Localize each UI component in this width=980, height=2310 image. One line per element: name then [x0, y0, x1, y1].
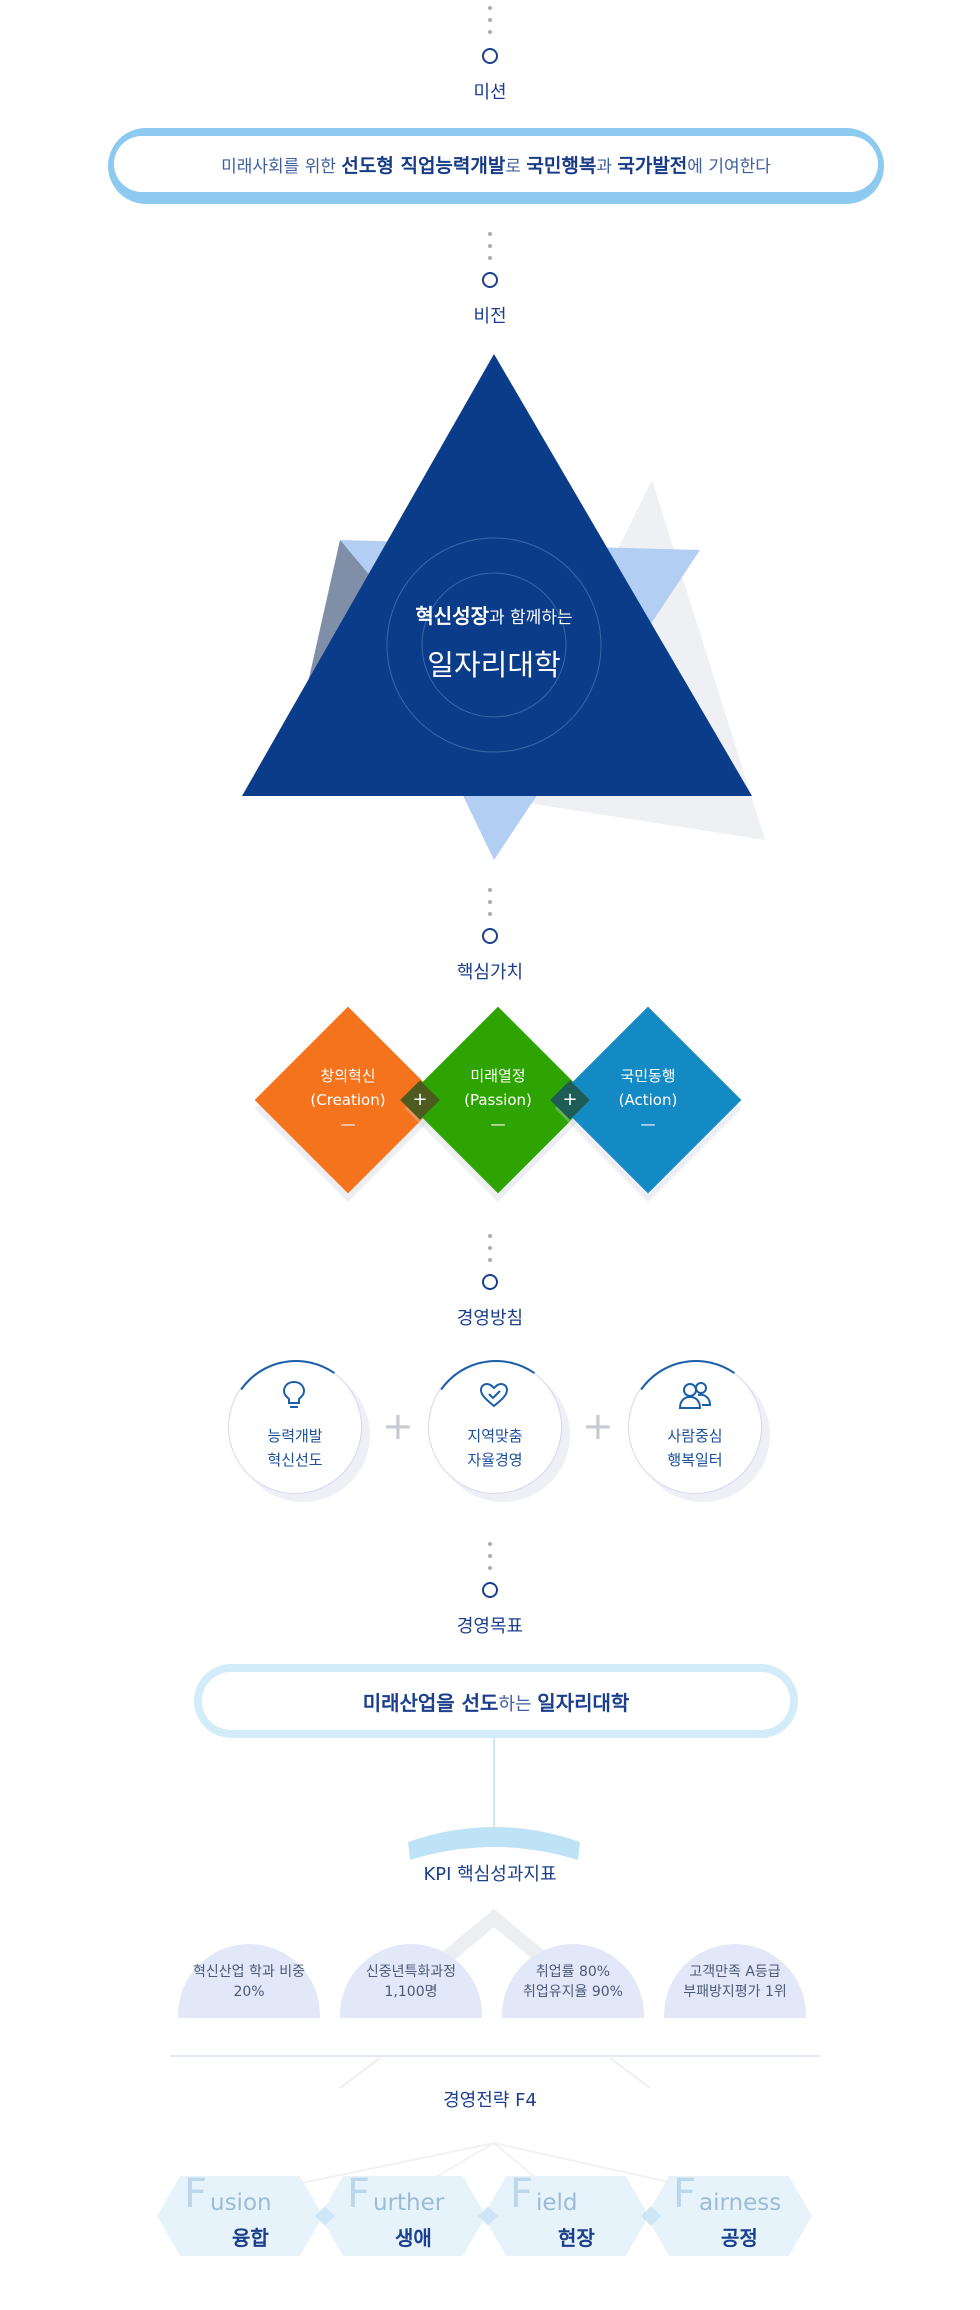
- goal-statement: 미래산업을 선도하는 일자리대학: [362, 1690, 630, 1715]
- section-marker: [482, 272, 498, 288]
- mission-statement: 미래사회를 위한 선도형 직업능력개발로 국민행복과 국가발전에 기여한다: [221, 154, 771, 177]
- section-marker: [482, 1274, 498, 1290]
- policy-item: [417, 1349, 575, 1507]
- strategy-korean: 현장: [558, 2226, 595, 2250]
- people-icon: [678, 1382, 712, 1409]
- connector-dots: [488, 888, 492, 924]
- plus-icon: +: [562, 1089, 578, 1110]
- connector-dots: [488, 6, 492, 42]
- strategy-initial: F: [184, 2171, 208, 2217]
- heart-icon: [479, 1382, 509, 1408]
- section-marker: [482, 48, 498, 64]
- connector-dots: [488, 232, 492, 268]
- core-values-label: 핵심가치: [456, 962, 524, 983]
- vision-label: 비전: [473, 306, 507, 327]
- strategy-korean: 생애: [395, 2226, 432, 2250]
- plus-icon: +: [412, 1089, 428, 1110]
- policy-label: 경영방침: [456, 1308, 524, 1329]
- connector-dots: [488, 1542, 492, 1578]
- strategy-item-field: [483, 2176, 649, 2256]
- goal-label: 경영목표: [456, 1616, 524, 1637]
- strategy-item-fusion: [157, 2176, 323, 2256]
- strategy-item-further: [320, 2176, 486, 2256]
- strategy-english: urther: [373, 2190, 445, 2216]
- plus-icon: +: [382, 1404, 414, 1448]
- section-marker: [482, 928, 498, 944]
- strategy-label: 경영전략 F4: [443, 2090, 537, 2111]
- strategy-item-fairness: [646, 2176, 812, 2256]
- strategy-initial: F: [510, 2171, 534, 2217]
- strategy-english: usion: [210, 2190, 272, 2216]
- strategy-initial: F: [347, 2171, 371, 2217]
- goal-banner: 미래산업을 선도하는 일자리대학: [194, 1664, 798, 1738]
- core-value-text: 국민동행(Action)—: [618, 1067, 678, 1133]
- strategy-korean: 융합: [232, 2226, 269, 2250]
- mission-banner: 미래사회를 위한 선도형 직업능력개발로 국민행복과 국가발전에 기여한다: [108, 128, 884, 204]
- lightbulb-icon: [282, 1380, 306, 1408]
- strategy-korean: 공정: [721, 2226, 758, 2250]
- strategy-english: airness: [699, 2190, 782, 2216]
- kpi-text: 취업률 80%취업유지율 90%: [523, 1964, 623, 2000]
- core-value-text: 미래열정(Passion)—: [464, 1067, 532, 1133]
- plus-icon: +: [582, 1404, 614, 1448]
- connector-dots: [488, 1234, 492, 1270]
- section-marker: [482, 1582, 498, 1598]
- vision-line-2: 일자리대학: [427, 648, 561, 682]
- core-value-text: 창의혁신(Creation)—: [310, 1067, 386, 1133]
- kpi-label: KPI 핵심성과지표: [423, 1864, 557, 1885]
- policy-item: [617, 1349, 775, 1507]
- strategy-initial: F: [673, 2171, 697, 2217]
- vision-triangle-graphic: [242, 354, 765, 860]
- vision-line-1: 혁신성장과 함께하는: [415, 604, 573, 628]
- mission-label: 미션: [473, 82, 507, 103]
- strategy-english: ield: [536, 2190, 578, 2216]
